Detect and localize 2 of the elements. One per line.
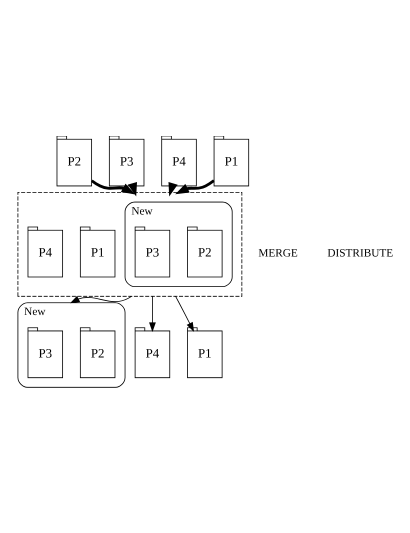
label: MERGE xyxy=(258,248,298,260)
label: DISTRIBUTE xyxy=(327,248,394,260)
